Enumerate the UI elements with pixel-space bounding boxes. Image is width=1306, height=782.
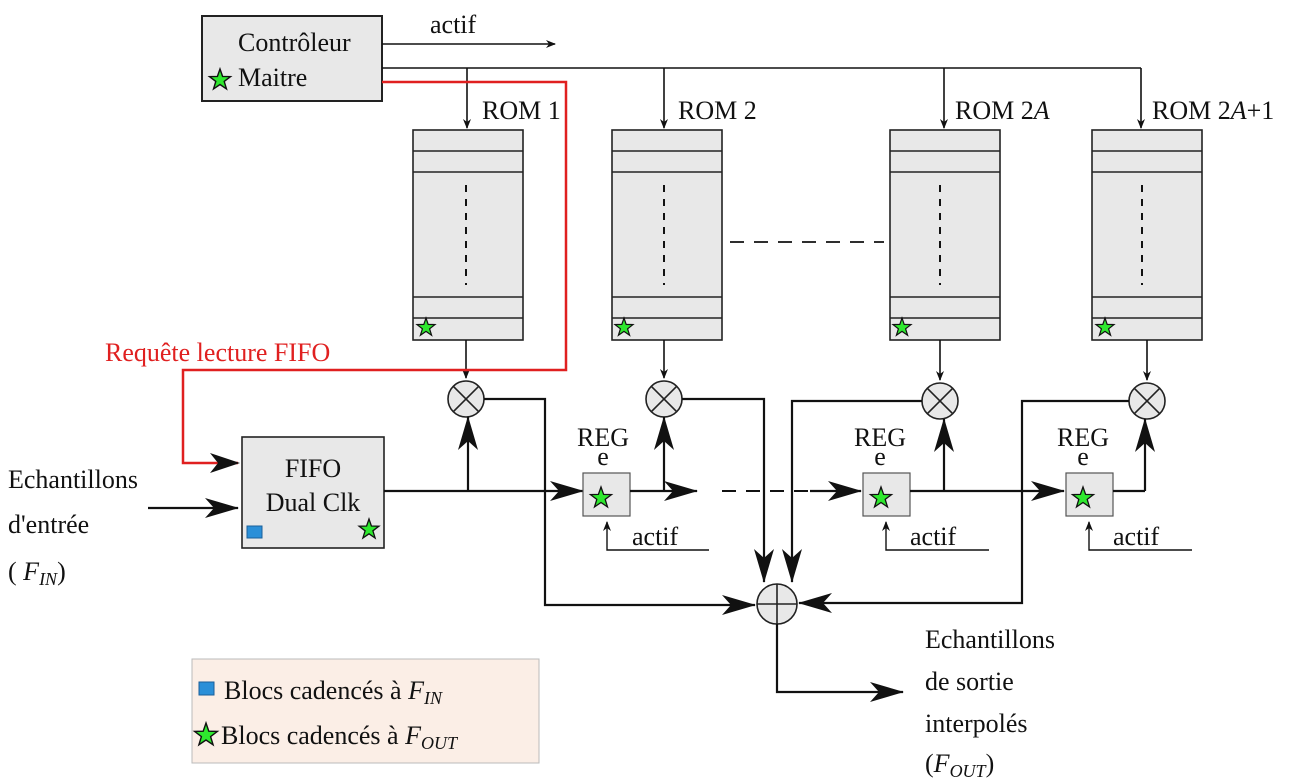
svg-text:e: e — [874, 442, 886, 471]
adder — [756, 583, 798, 625]
output-label-3: interpolés — [925, 709, 1028, 738]
square-icon — [198, 681, 215, 696]
star-icon — [207, 66, 233, 91]
star-icon — [357, 516, 381, 540]
fifo-request-line — [181, 80, 568, 465]
input-label-1: Echantillons — [8, 465, 138, 494]
fifo-block: FIFO Dual Clk — [241, 436, 385, 549]
svg-text:REG: REG — [854, 423, 906, 452]
output-label-4: (FOUT) — [925, 749, 994, 781]
register-1: REG e — [577, 423, 631, 517]
actif-label-top: actif — [430, 10, 477, 39]
output-arrow — [775, 624, 904, 702]
controller-label-1: Contrôleur — [238, 28, 351, 57]
input-label-3: ( FIN) — [8, 557, 66, 589]
svg-text:REG: REG — [1057, 423, 1109, 452]
star-icon — [868, 485, 894, 509]
reg-actif-label-3: actif — [1113, 522, 1160, 551]
input-label-2: d'entrée — [8, 510, 89, 539]
rom-label-2a: ROM 2A — [955, 96, 1050, 125]
rom-block-2a — [889, 129, 1001, 341]
register-2: REG e — [854, 423, 911, 517]
rom-block-1 — [412, 129, 524, 341]
rom-label-2: ROM 2 — [678, 96, 757, 125]
star-icon — [1094, 316, 1116, 337]
legend-item-fin: Blocs cadencés à FIN — [224, 676, 443, 708]
reg-actif-label-2: actif — [910, 522, 957, 551]
multiplier-2 — [645, 380, 683, 418]
controller-block: Contrôleur Maitre — [201, 15, 383, 102]
register-3: REG e — [1057, 423, 1114, 517]
star-icon — [1070, 485, 1096, 509]
reg-label: REG — [577, 423, 629, 452]
rom-block-2a1 — [1091, 129, 1203, 341]
multiplier-3 — [921, 382, 959, 420]
fifo-label-2: Dual Clk — [266, 488, 361, 517]
star-icon — [613, 316, 635, 337]
rom-label-1: ROM 1 — [482, 96, 561, 125]
fifo-request-label: Requête lecture FIFO — [105, 338, 330, 367]
star-icon — [192, 720, 220, 747]
legend-item-fout: Blocs cadencés à FOUT — [221, 721, 459, 753]
legend: Blocs cadencés à FIN Blocs cadencés à FO… — [191, 658, 540, 764]
reg-actif-label-1: actif — [632, 522, 679, 551]
svg-text:e: e — [1077, 442, 1089, 471]
star-icon — [891, 316, 913, 337]
output-label-2: de sortie — [925, 667, 1014, 696]
rom-label-2a1: ROM 2A+1 — [1152, 96, 1274, 125]
reg-label-e: e — [597, 442, 609, 471]
rom-block-2 — [611, 129, 723, 341]
multiplier-4 — [1128, 382, 1166, 420]
output-label-1: Echantillons — [925, 625, 1055, 654]
square-icon — [246, 525, 263, 539]
star-icon — [415, 316, 437, 337]
controller-label-2: Maitre — [238, 63, 307, 92]
star-icon — [588, 485, 614, 509]
multiplier-1 — [447, 380, 485, 418]
fifo-label-1: FIFO — [285, 454, 341, 483]
